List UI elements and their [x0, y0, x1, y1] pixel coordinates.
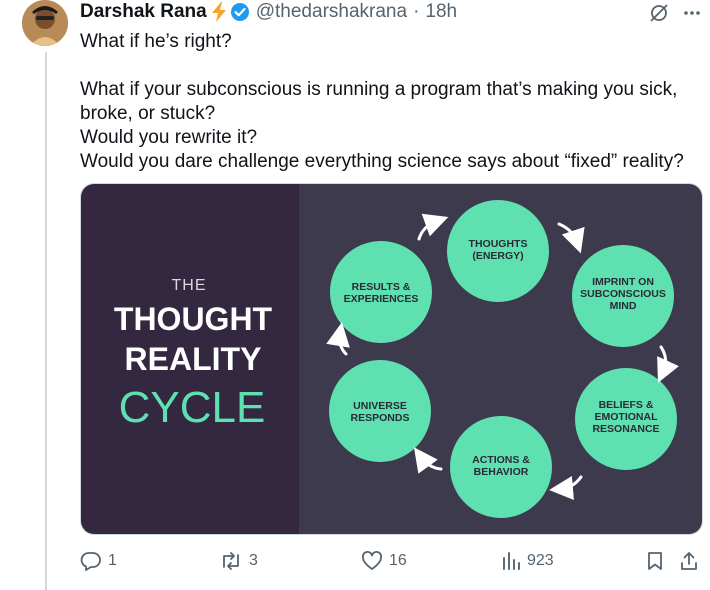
tweet-line-1: What if he’s right?: [80, 31, 232, 52]
grok-icon[interactable]: [648, 2, 670, 24]
cycle-arrows: [326, 213, 679, 500]
arrow-1: [557, 222, 585, 254]
top-icons: [648, 2, 702, 24]
avatar[interactable]: [22, 0, 68, 46]
cycle-node-results: RESULTS & EXPERIENCES: [330, 241, 432, 343]
svg-text:RESULTS &: RESULTS &: [352, 281, 411, 293]
separator-dot: ·: [413, 1, 420, 22]
svg-text:EMOTIONAL: EMOTIONAL: [595, 411, 659, 423]
svg-text:ACTIONS &: ACTIONS &: [472, 454, 530, 466]
svg-text:IMPRINT ON: IMPRINT ON: [592, 276, 654, 288]
tweet-text: What if he’s right? What if your subcons…: [80, 30, 700, 174]
svg-text:RESONANCE: RESONANCE: [592, 423, 659, 435]
author-handle[interactable]: @thedarshakrana: [255, 1, 408, 22]
reply-button[interactable]: 1: [80, 550, 117, 572]
svg-text:RESPONDS: RESPONDS: [351, 412, 410, 424]
svg-text:BELIEFS &: BELIEFS &: [599, 399, 654, 411]
tweet-line-3: broke, or stuck?: [80, 103, 216, 124]
views-count: 923: [527, 552, 554, 569]
svg-text:EXPERIENCES: EXPERIENCES: [344, 293, 419, 305]
svg-text:UNIVERSE: UNIVERSE: [353, 400, 407, 412]
tweet-time[interactable]: 18h: [425, 1, 458, 22]
title-cycle: CYCLE: [119, 383, 266, 432]
svg-text:SUBCONSCIOUS: SUBCONSCIOUS: [580, 288, 666, 300]
like-icon: [361, 550, 383, 572]
arrow-6: [417, 213, 449, 241]
verified-badge-icon[interactable]: [230, 2, 250, 22]
bookmark-button[interactable]: [645, 550, 671, 572]
repost-button[interactable]: 3: [219, 550, 258, 572]
tweet-line-5: Would you dare challenge everything scie…: [80, 151, 684, 172]
thread-line: [45, 52, 47, 590]
share-icon: [679, 550, 699, 572]
cycle-node-actions: ACTIONS & BEHAVIOR: [450, 416, 552, 518]
tweet-header: Darshak Rana @thedarshakrana · 18h: [80, 0, 457, 24]
reply-count: 1: [108, 552, 117, 569]
views-icon: [501, 550, 521, 572]
svg-text:MIND: MIND: [610, 300, 637, 312]
cycle-node-thoughts: THOUGHTS (ENERGY): [447, 200, 549, 302]
arrow-3: [549, 475, 583, 500]
tweet-line-2: What if your subconscious is running a p…: [80, 79, 678, 100]
svg-text:BEHAVIOR: BEHAVIOR: [474, 466, 529, 478]
arrow-2: [657, 345, 679, 383]
bookmark-icon: [645, 550, 665, 572]
action-bar: 1 3 16 923: [80, 550, 700, 578]
repost-icon: [219, 550, 243, 572]
more-icon[interactable]: [682, 3, 702, 23]
arrow-5: [326, 322, 350, 356]
like-count: 16: [389, 552, 407, 569]
tweet-line-4: Would you rewrite it?: [80, 127, 258, 148]
repost-count: 3: [249, 552, 258, 569]
cycle-node-imprint: IMPRINT ON SUBCONSCIOUS MIND: [572, 245, 674, 347]
svg-text:THOUGHTS: THOUGHTS: [469, 238, 528, 250]
views-button[interactable]: 923: [501, 550, 554, 572]
tweet-image[interactable]: THE THOUGHT REALITY CYCLE THOUGHTS (ENER…: [80, 183, 703, 535]
title-the: THE: [172, 277, 207, 294]
cycle-node-beliefs: BELIEFS & EMOTIONAL RESONANCE: [575, 368, 677, 470]
svg-text:(ENERGY): (ENERGY): [472, 250, 523, 262]
arrow-4: [413, 447, 443, 474]
infographic-left-panel: [81, 184, 299, 534]
author-name[interactable]: Darshak Rana: [80, 1, 207, 22]
title-thought: THOUGHT: [114, 301, 273, 337]
lightning-icon: [211, 2, 227, 22]
reply-icon: [80, 550, 102, 572]
like-button[interactable]: 16: [361, 550, 407, 572]
cycle-node-universe: UNIVERSE RESPONDS: [329, 360, 431, 462]
share-button[interactable]: [679, 550, 705, 572]
title-reality: REALITY: [125, 341, 262, 377]
